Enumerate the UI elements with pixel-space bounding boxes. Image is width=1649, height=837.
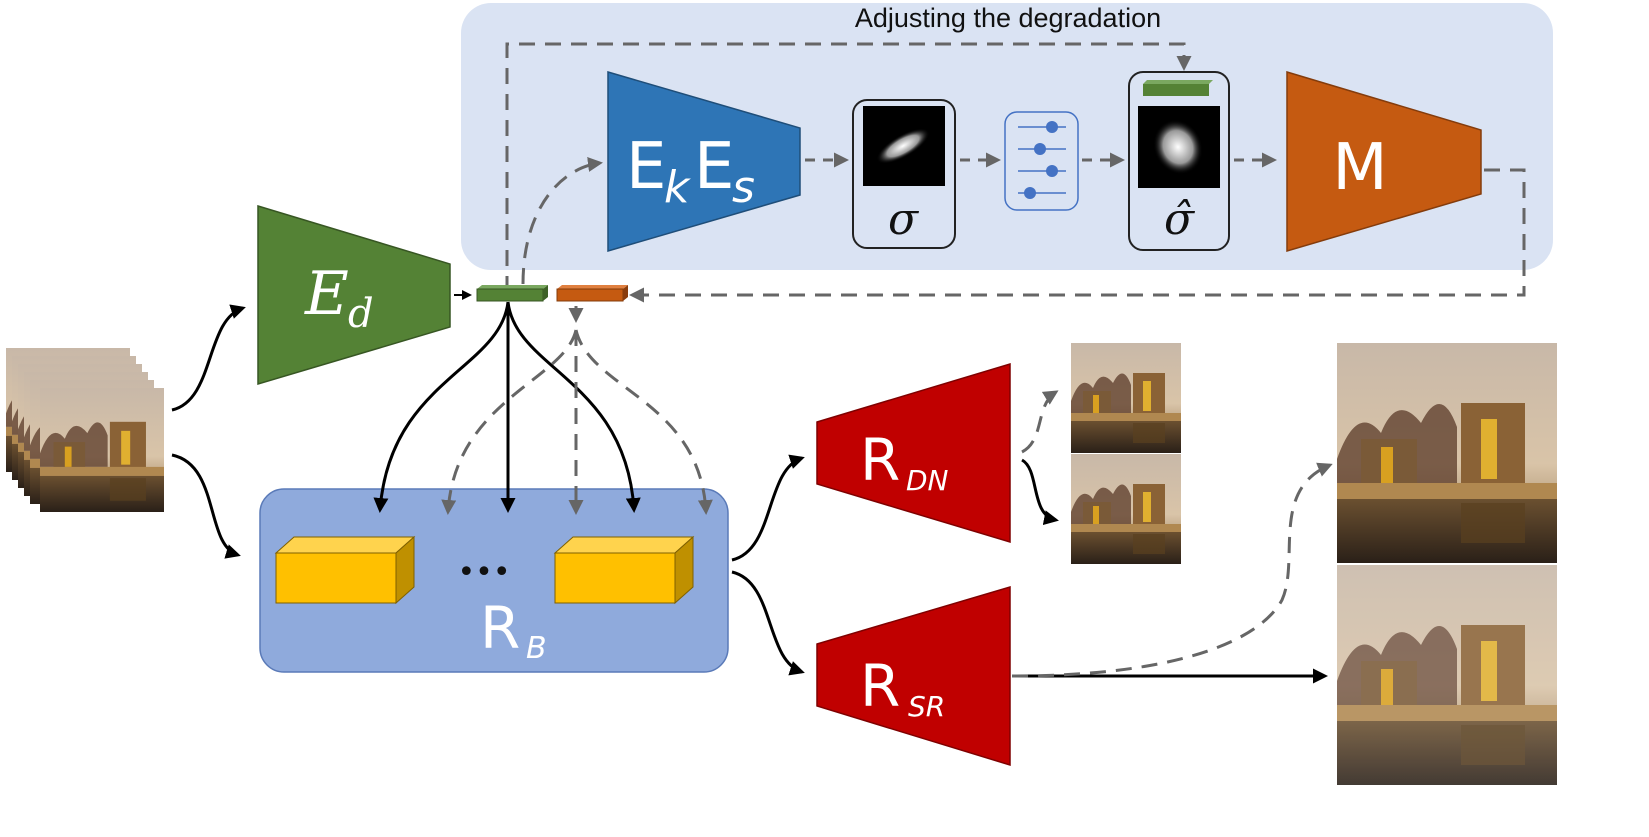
adjusted-kernel-blob (1153, 119, 1203, 175)
feedback-arrow-top (505, 42, 1192, 292)
sliders-icon[interactable] (1004, 111, 1079, 211)
arrow-input-to-ed (171, 304, 246, 412)
arrow-orange-rb-1 (441, 329, 578, 515)
sigma-kernel-box (852, 99, 956, 249)
arrow-vector-rb-1 (373, 301, 510, 513)
backbone-block-1 (274, 535, 416, 605)
arrow-vector-rb-3 (506, 301, 641, 513)
arrow-rdn-output-2 (1021, 458, 1059, 526)
mapper-m (1286, 70, 1482, 253)
sigma-hat-label: σ̂ (1164, 194, 1196, 245)
degradation-vector (476, 285, 548, 302)
svg-text:E: E (626, 130, 666, 204)
arrow-rb-to-rdn (731, 454, 805, 562)
encoder-ek-es-label: E k E s (626, 130, 755, 213)
svg-text:B: B (526, 631, 547, 666)
svg-text:k: k (664, 162, 691, 213)
super-resolved-output-2 (1337, 565, 1557, 785)
svg-text:R: R (860, 652, 900, 720)
adjusted-degradation-vector (556, 285, 628, 302)
arrow-vector-to-ekes (521, 157, 603, 285)
backbone-block-2 (553, 535, 695, 605)
svg-text:SR: SR (908, 690, 945, 723)
encoder-ek-es (607, 71, 801, 252)
sigma-label: σ (888, 194, 920, 245)
kernel-blob (876, 128, 930, 164)
panel-title: Adjusting the degradation (855, 3, 1161, 33)
rb-label: R B (480, 594, 547, 666)
backbone-ellipsis: ••• (457, 555, 510, 590)
sigma-hat-kernel-box (1128, 71, 1230, 251)
svg-text:DN: DN (906, 464, 949, 497)
super-resolved-output-1 (1337, 343, 1557, 563)
encoder-ed (257, 204, 451, 386)
mapper-return-arrow (629, 168, 1526, 303)
denoised-output-2 (1071, 454, 1181, 564)
svg-text:E: E (694, 130, 734, 204)
svg-text:R: R (480, 594, 520, 662)
svg-text:d: d (348, 291, 374, 337)
encoder-ed-label: E d (304, 259, 374, 337)
rdn-label: R DN (860, 426, 949, 497)
svg-text:R: R (860, 426, 900, 494)
arrow-orange-rb-3 (574, 329, 713, 515)
mapper-m-label: M (1332, 131, 1387, 205)
arrow-rdn-output-1 (1021, 390, 1059, 454)
restoration-backbone-rb (259, 488, 729, 673)
arrow-rb-to-rsr (731, 570, 805, 676)
svg-text:s: s (732, 162, 755, 213)
super-resolver-rsr (816, 585, 1011, 767)
arrow-input-to-rb (171, 453, 241, 559)
denoiser-rdn (816, 362, 1011, 544)
denoised-output-1 (1071, 343, 1181, 453)
svg-text:E: E (304, 259, 349, 329)
degradation-vector-green (1143, 84, 1209, 96)
noisy-input-stack (6, 348, 164, 512)
rsr-label: R SR (860, 652, 945, 723)
